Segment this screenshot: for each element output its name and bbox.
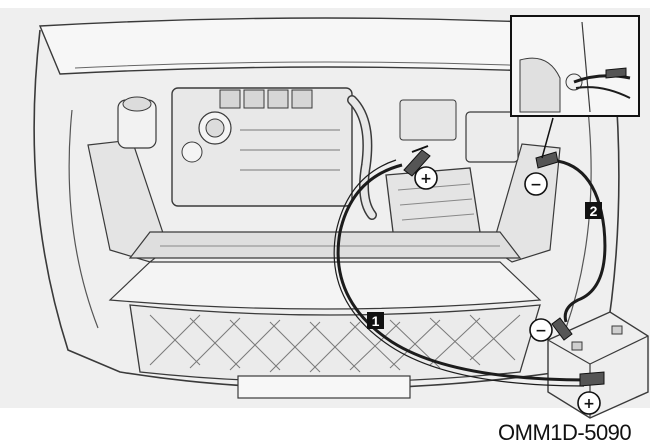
- svg-text:−: −: [530, 177, 542, 193]
- negative-terminal-symbol-engine: −: [524, 172, 548, 196]
- callout-badge-1: 1: [367, 312, 384, 329]
- figure-code-label: OMM1D-5090: [498, 420, 632, 445]
- fuse-box: [399, 99, 519, 163]
- booster-battery: [547, 311, 649, 419]
- jumper-cable-positive: [336, 163, 589, 382]
- clamp-negative-disabled-car: [535, 151, 559, 169]
- coolant-reservoir: [117, 96, 157, 149]
- inset-pointer: [541, 117, 554, 159]
- clamp-negative-booster: [551, 317, 573, 341]
- inset-detail-view: [510, 15, 640, 117]
- callout-badge-2: 2: [585, 202, 602, 219]
- positive-terminal-symbol-battery: +: [577, 391, 601, 415]
- negative-terminal-symbol-battery: −: [529, 318, 553, 342]
- svg-text:+: +: [420, 171, 432, 187]
- bumper-fascia: [108, 261, 542, 310]
- svg-text:−: −: [535, 323, 547, 339]
- clamp-positive-disabled-car: [403, 145, 431, 177]
- jumper-cable-negative: [545, 158, 607, 323]
- svg-text:1: 1: [372, 313, 380, 329]
- engine-block: [171, 87, 353, 207]
- radiator-support: [128, 231, 522, 259]
- svg-text:+: +: [583, 396, 595, 412]
- positive-terminal-symbol-engine: +: [414, 166, 438, 190]
- svg-text:2: 2: [590, 203, 598, 219]
- clamp-positive-booster: [579, 371, 605, 387]
